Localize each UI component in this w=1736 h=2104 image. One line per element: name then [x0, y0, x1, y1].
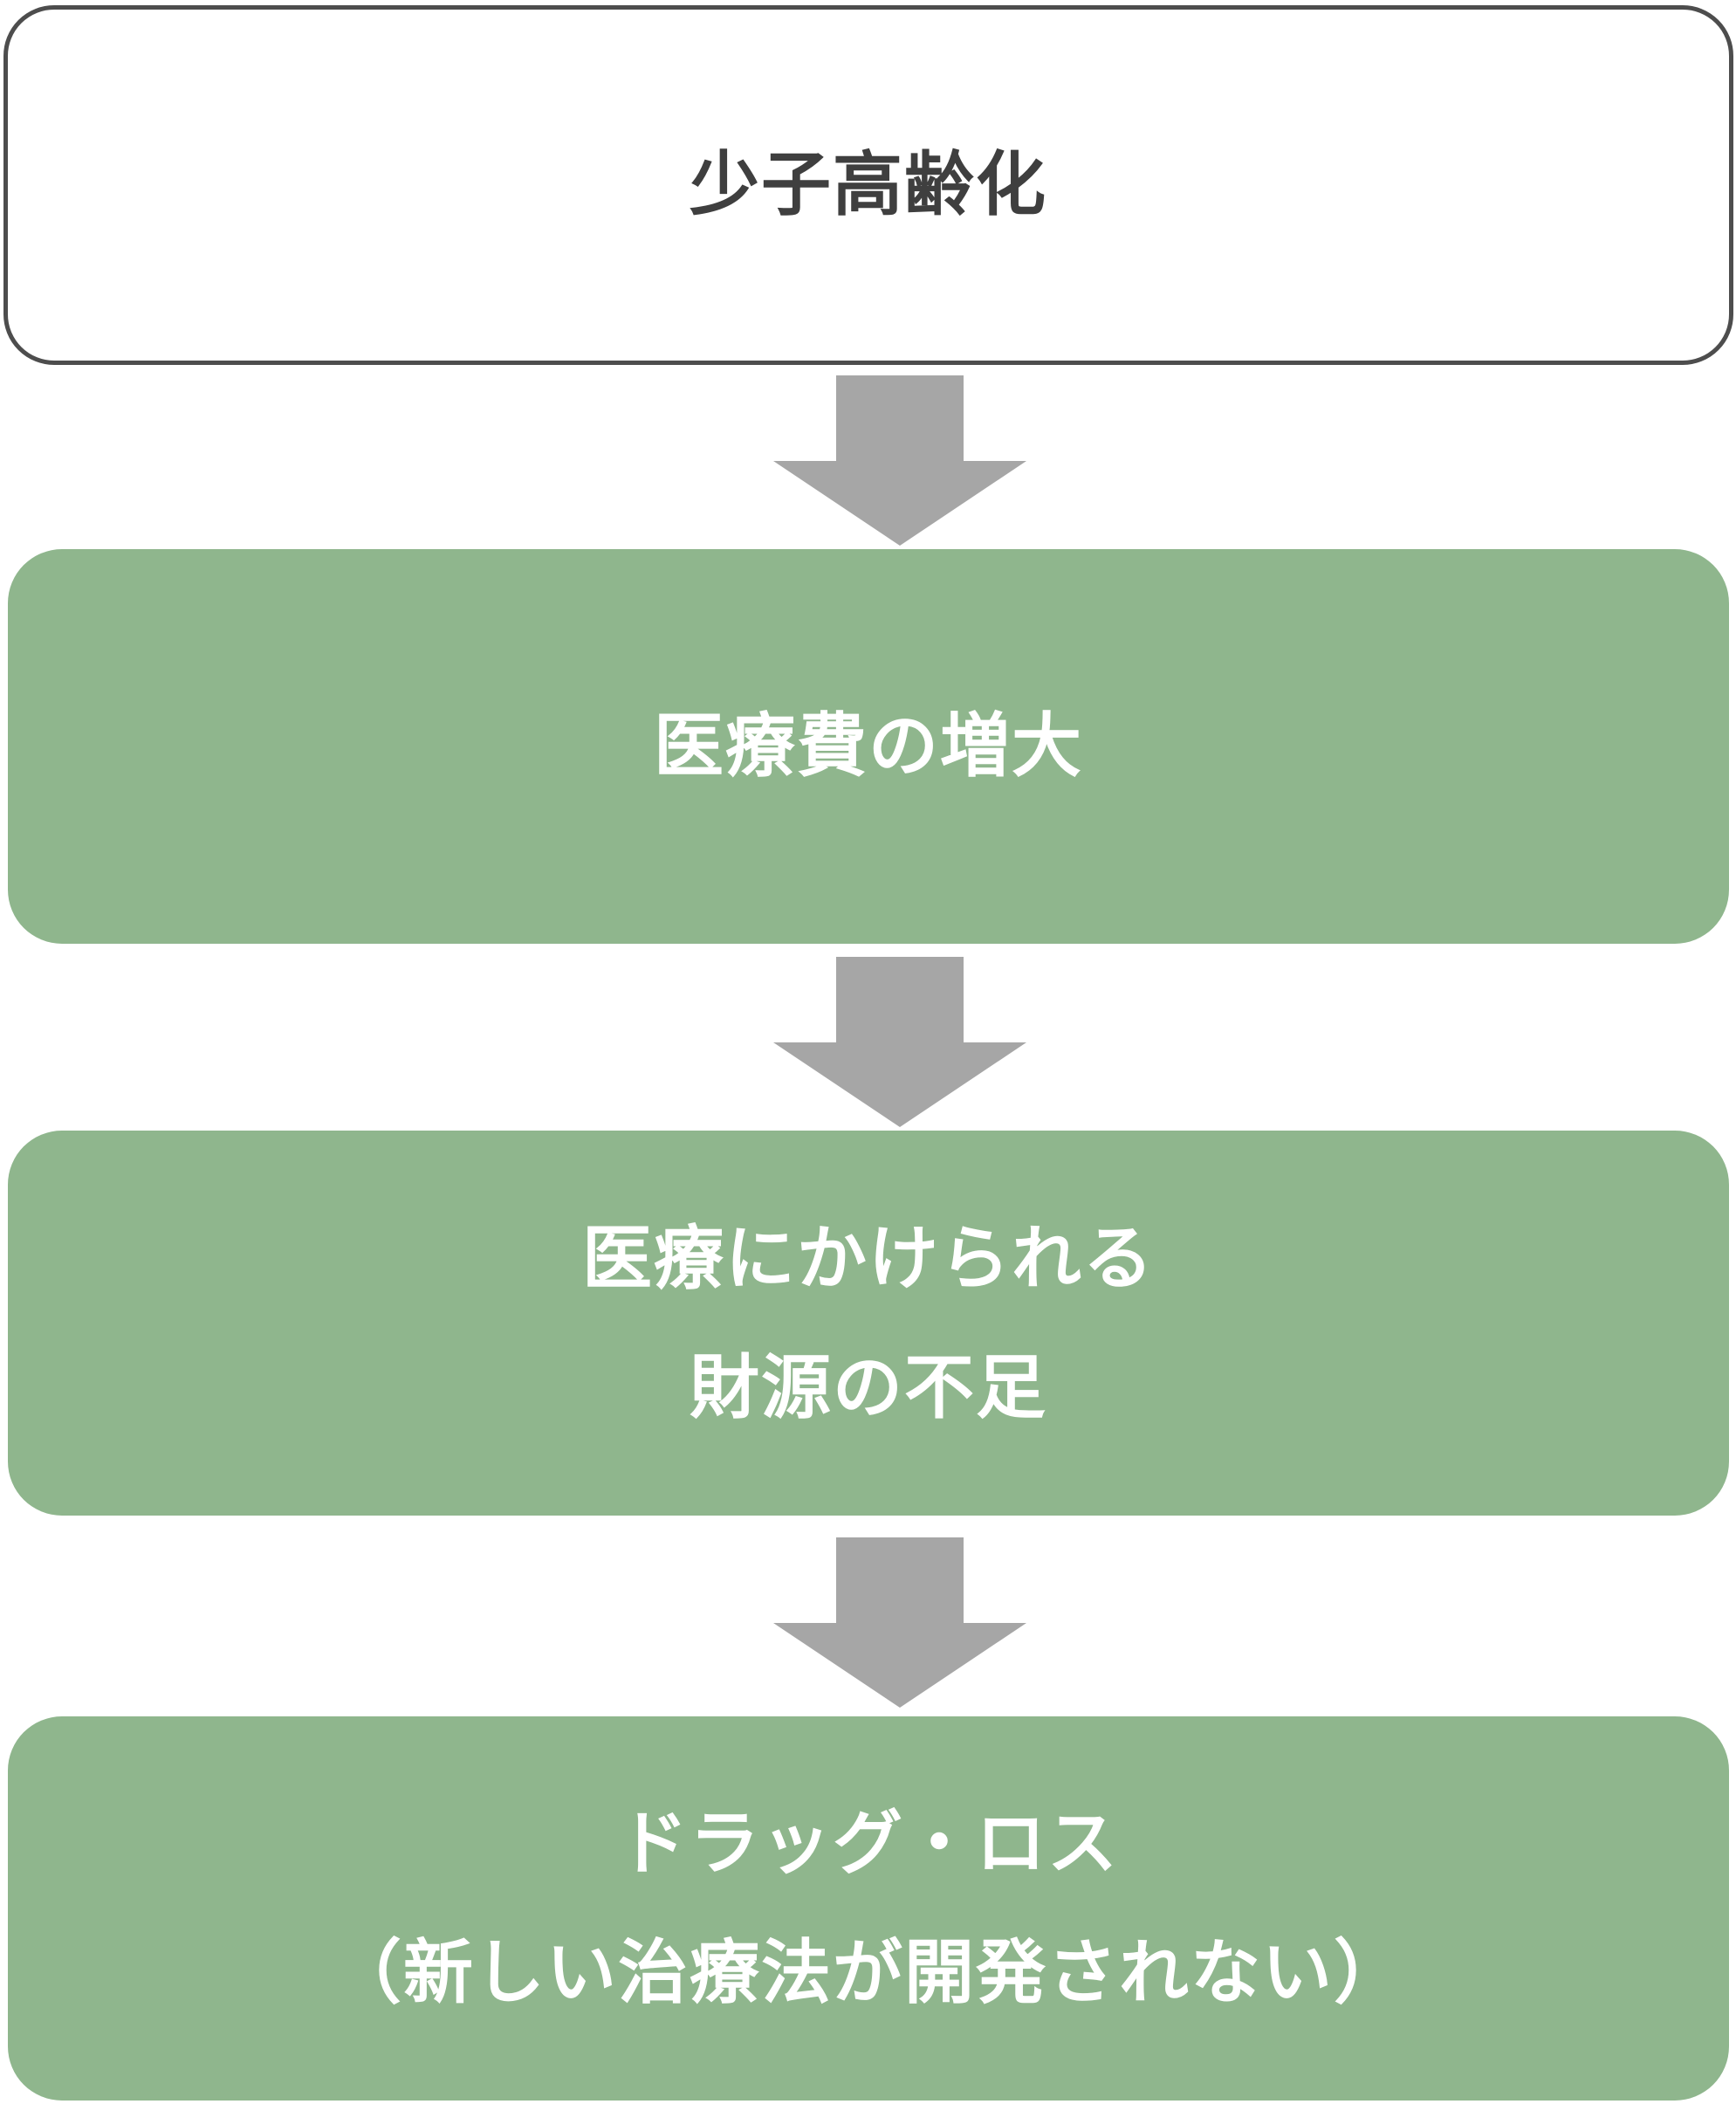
flow-box-label-line-2: 財源の不足	[690, 1346, 1047, 1428]
flow-box-label-line-1: ドラッグ・ロス	[618, 1803, 1119, 1884]
flow-box-label: 少子高齢化	[690, 144, 1047, 225]
flow-box-label-line-1: 医療にかけられる	[582, 1217, 1155, 1299]
flow-box-funding-shortage: 医療にかけられる 財源の不足	[8, 1131, 1729, 1516]
down-arrow-icon	[773, 957, 1026, 1127]
flow-box-label: 医療費の増大	[654, 705, 1083, 787]
flow-box-medical-cost: 医療費の増大	[8, 549, 1729, 944]
flow-box-label-line-2: （新しい治療法が開発されない）	[332, 1932, 1405, 2013]
flow-box-drug-loss: ドラッグ・ロス （新しい治療法が開発されない）	[8, 1716, 1729, 2101]
down-arrow-icon	[773, 1537, 1026, 1708]
down-arrow-icon	[773, 375, 1026, 546]
flow-box-aging: 少子高齢化	[3, 5, 1733, 365]
